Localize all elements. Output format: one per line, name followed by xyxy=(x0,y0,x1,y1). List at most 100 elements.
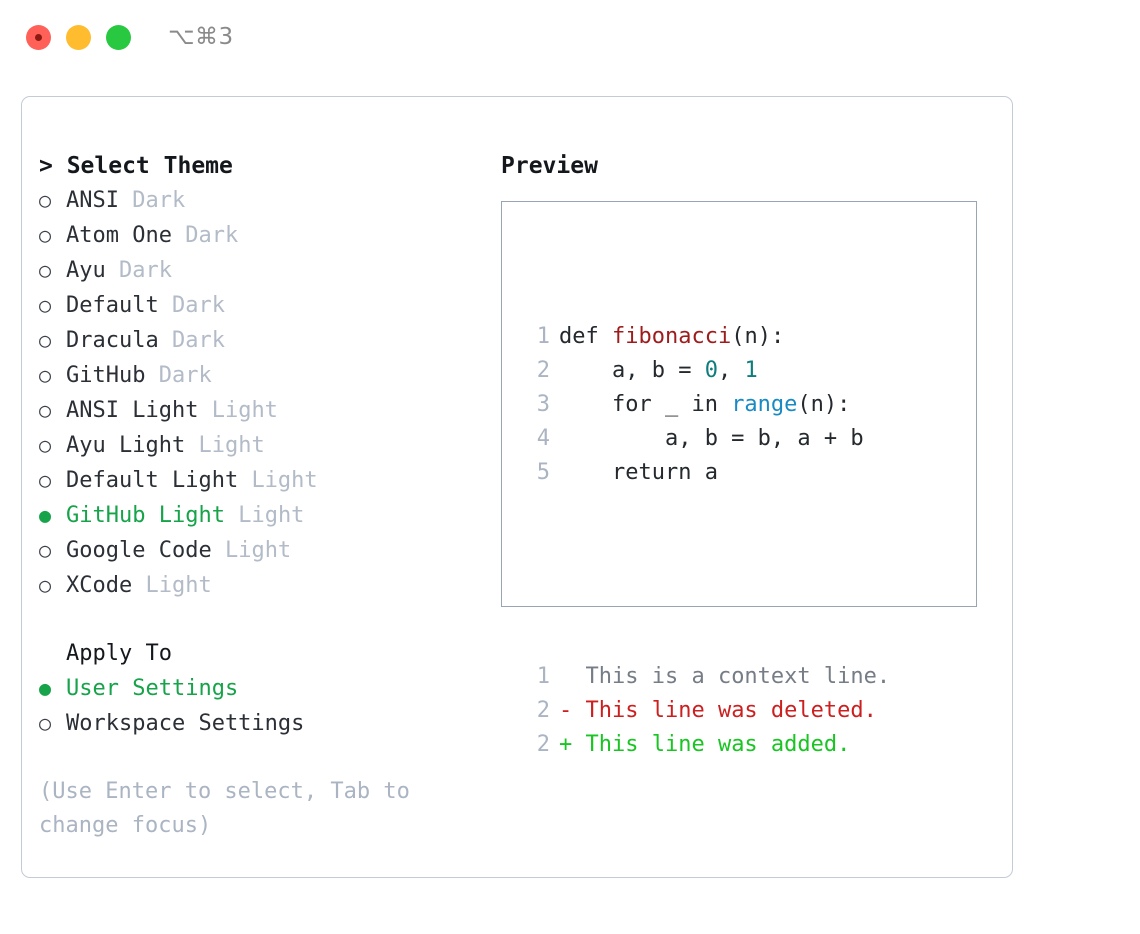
code-token-builtin: range xyxy=(731,392,798,417)
line-number: 5 xyxy=(536,460,550,485)
radio-unselected-icon: ○ xyxy=(39,223,52,247)
radio-selected-icon: ● xyxy=(39,676,52,700)
diff-sign: - xyxy=(559,698,573,723)
diff-line-context: 1 This is a context line. xyxy=(522,660,890,694)
apply-to-option-label: User Settings xyxy=(66,676,239,701)
code-token-num: 0 xyxy=(704,358,718,383)
theme-list-item[interactable]: ○ Default Dark xyxy=(39,288,489,323)
radio-unselected-icon: ○ xyxy=(39,363,52,387)
theme-name: Atom One xyxy=(66,223,172,248)
keyboard-shortcut-label: ⌥⌘3 xyxy=(168,24,234,50)
diff-sign: + xyxy=(559,732,573,757)
theme-name: Ayu xyxy=(66,258,106,283)
diff-line-deleted: 2- This line was deleted. xyxy=(522,694,890,728)
line-number: 4 xyxy=(536,426,550,451)
theme-list-item[interactable]: ○ Google Code Light xyxy=(39,533,489,568)
theme-list-item[interactable]: ○ GitHub Dark xyxy=(39,358,489,393)
theme-variant-label: Dark xyxy=(158,363,212,388)
close-button[interactable] xyxy=(26,25,51,50)
line-number: 3 xyxy=(536,392,550,417)
radio-unselected-icon: ○ xyxy=(39,328,52,352)
apply-to-heading-row: Apply To xyxy=(39,637,489,671)
apply-to-option[interactable]: ○ Workspace Settings xyxy=(39,706,489,741)
title-bar: ⌥⌘3 xyxy=(0,0,1140,78)
theme-list-item[interactable]: ○ Default Light Light xyxy=(39,463,489,498)
radio-unselected-icon: ○ xyxy=(39,468,52,492)
theme-variant-label: Dark xyxy=(171,293,225,318)
diff-line-added: 2+ This line was added. xyxy=(522,728,890,762)
radio-unselected-icon: ○ xyxy=(39,258,52,282)
theme-name: Default xyxy=(66,293,159,318)
line-number: 1 xyxy=(536,324,550,349)
code-line: 2 a, b = 0, 1 xyxy=(522,354,890,388)
diff-line-number: 2 xyxy=(536,732,550,757)
main-panel: > Select Theme ○ANSI Dark○Atom One Dark○… xyxy=(21,96,1013,878)
code-token-plain: (n): xyxy=(797,392,851,417)
zoom-button[interactable] xyxy=(106,25,131,50)
radio-unselected-icon: ○ xyxy=(39,293,52,317)
apply-to-heading: Apply To xyxy=(66,641,172,666)
theme-name: GitHub Light xyxy=(66,503,225,528)
theme-variant-label: Light xyxy=(145,573,212,598)
apply-to-option[interactable]: ● User Settings xyxy=(39,671,489,706)
theme-variant-label: Light xyxy=(211,398,278,423)
code-line: 4 a, b = b, a + b xyxy=(522,422,890,456)
code-token-plain: for _ in xyxy=(559,392,732,417)
theme-list[interactable]: ○ANSI Dark○Atom One Dark○Ayu Dark○Defaul… xyxy=(39,183,489,603)
diff-text: This line was deleted. xyxy=(572,698,877,723)
theme-variant-label: Light xyxy=(238,503,305,528)
diff-sign xyxy=(559,660,572,694)
line-number: 2 xyxy=(536,358,550,383)
theme-variant-label: Dark xyxy=(171,328,225,353)
theme-list-item[interactable]: ● GitHub Light Light xyxy=(39,498,489,533)
code-token-func: fibonacci xyxy=(611,324,732,349)
radio-unselected-icon: ○ xyxy=(39,538,52,562)
keyboard-hint-text: (Use Enter to select, Tab to change focu… xyxy=(39,779,410,838)
theme-selector-column: > Select Theme ○ANSI Dark○Atom One Dark○… xyxy=(39,149,489,843)
code-token-num: 1 xyxy=(744,358,758,383)
theme-list-item[interactable]: ○ Dracula Dark xyxy=(39,323,489,358)
theme-name: ANSI Light xyxy=(66,398,199,423)
apply-to-option-label: Workspace Settings xyxy=(66,711,305,736)
theme-name: Google Code xyxy=(66,538,212,563)
code-line: 5 return a xyxy=(522,456,890,490)
theme-name: Dracula xyxy=(66,328,159,353)
diff-block: 1 This is a context line.2- This line wa… xyxy=(522,660,890,762)
diff-line-number: 1 xyxy=(536,664,550,689)
theme-list-item[interactable]: ○ Ayu Dark xyxy=(39,253,489,288)
select-theme-heading: > Select Theme xyxy=(39,153,233,179)
radio-selected-icon: ● xyxy=(39,503,52,527)
code-token-plain: return a xyxy=(559,460,718,485)
minimize-button[interactable] xyxy=(66,25,91,50)
window-controls xyxy=(26,25,131,50)
theme-variant-label: Dark xyxy=(119,258,172,283)
theme-list-item[interactable]: ○Atom One Dark xyxy=(39,218,489,253)
theme-name: Default Light xyxy=(66,468,239,493)
theme-name: ANSI xyxy=(66,188,119,213)
diff-text: This is a context line. xyxy=(572,664,891,689)
code-token-plain: a, b = b, a + b xyxy=(559,426,864,451)
theme-list-item[interactable]: ○ANSI Dark xyxy=(39,183,489,218)
apply-to-list[interactable]: ● User Settings ○ Workspace Settings xyxy=(39,671,489,741)
preview-heading: Preview xyxy=(501,153,598,179)
theme-list-item[interactable]: ○ ANSI Light Light xyxy=(39,393,489,428)
theme-name: Ayu Light xyxy=(66,433,186,458)
radio-unselected-icon: ○ xyxy=(39,711,52,735)
theme-variant-label: Light xyxy=(251,468,318,493)
theme-variant-label: Light xyxy=(198,433,265,458)
radio-unselected-icon: ○ xyxy=(39,573,52,597)
theme-variant-label: Light xyxy=(224,538,292,563)
theme-list-item[interactable]: ○XCode Light xyxy=(39,568,489,603)
code-line: 3 for _ in range(n): xyxy=(522,388,890,422)
diff-line-number: 2 xyxy=(536,698,550,723)
code-token-plain: def xyxy=(559,324,612,349)
radio-unselected-icon: ○ xyxy=(39,398,52,422)
theme-list-item[interactable]: ○Ayu Light Light xyxy=(39,428,489,463)
code-token-plain: , xyxy=(717,358,745,383)
theme-name: GitHub xyxy=(66,363,146,388)
